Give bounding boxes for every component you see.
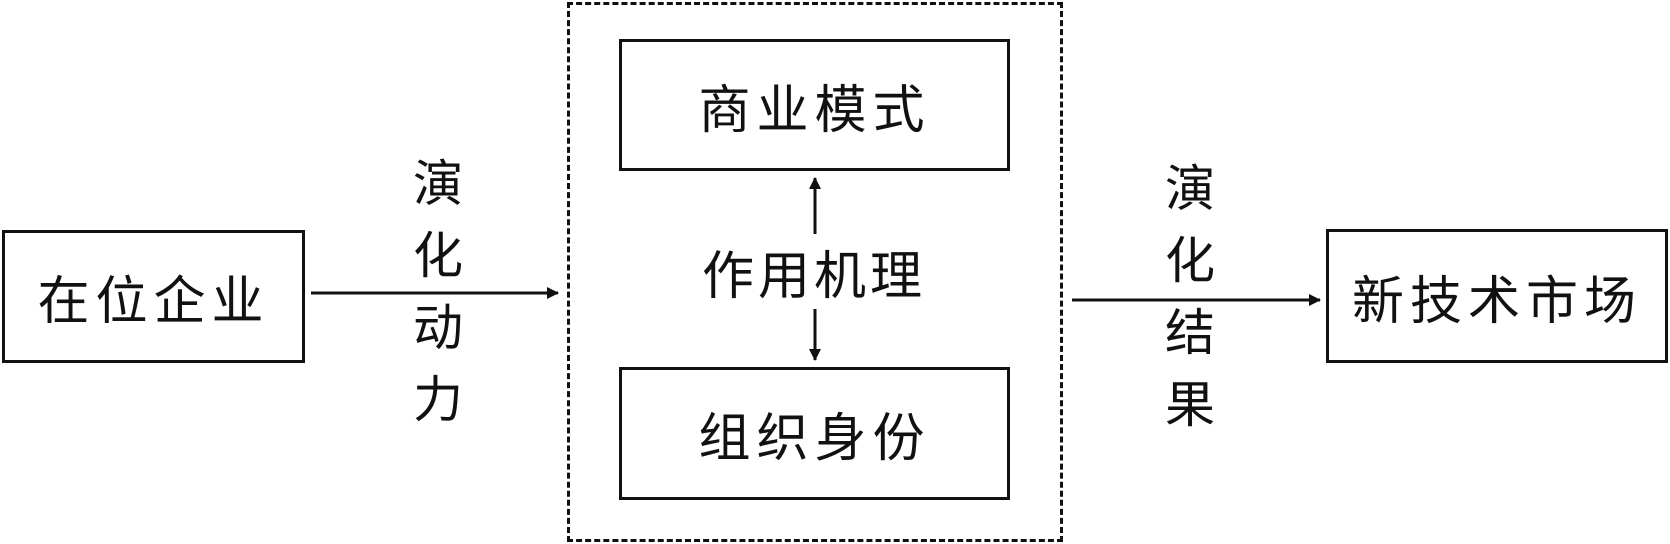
result-label: 演化结果: [1165, 160, 1215, 434]
organizational-identity-label: 组织身份: [698, 409, 931, 469]
incumbent-firm-label: 在位企业: [37, 272, 270, 332]
incumbent-firm-box: 在位企业: [2, 230, 305, 363]
organizational-identity-box: 组织身份: [619, 367, 1010, 500]
business-model-label: 商业模式: [698, 80, 931, 141]
new-tech-market-box: 新技术市场: [1326, 229, 1668, 363]
mechanism-label: 作用机理: [702, 234, 927, 309]
business-model-box: 商业模式: [619, 39, 1010, 171]
driver-label: 演化动力: [413, 155, 463, 429]
new-tech-market-label: 新技术市场: [1351, 271, 1642, 332]
mechanism-frame: [567, 2, 1063, 542]
